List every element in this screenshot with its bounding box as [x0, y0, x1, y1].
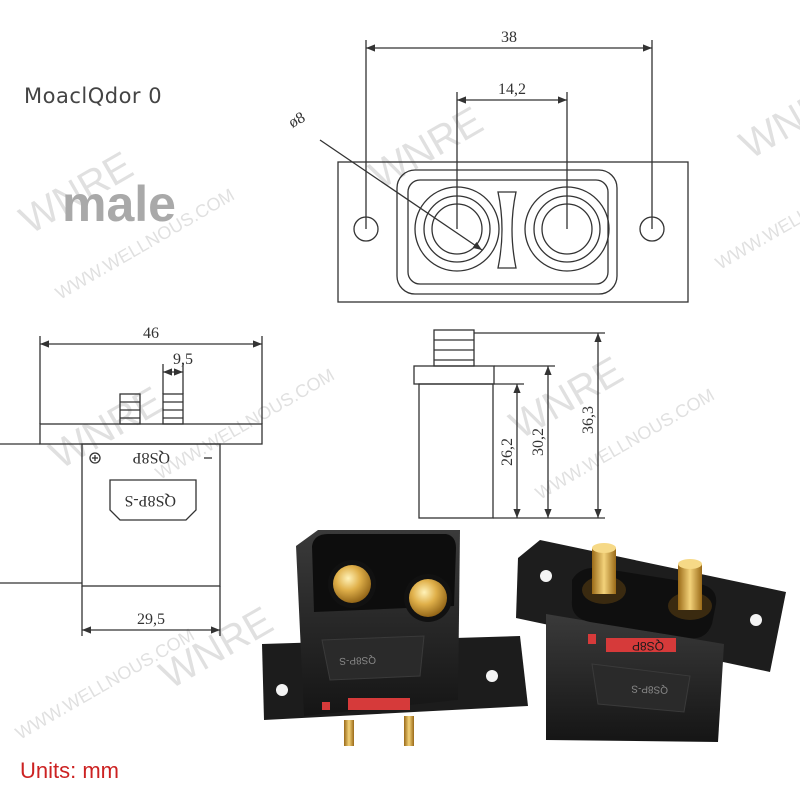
- label-recess: [591, 663, 691, 713]
- mount-hole: [486, 670, 498, 682]
- dim-pin-spacing: 14,2: [498, 81, 526, 98]
- variant-label: male: [62, 176, 176, 232]
- watermark-site: WWW.WELLNOUS.COM: [712, 155, 800, 274]
- pin-top: [678, 559, 702, 569]
- gold-pin: [333, 565, 371, 603]
- connector-photo-left: QS8P-S: [262, 530, 528, 746]
- connector-photo-right: QS8P QS8P-S: [516, 540, 786, 742]
- gold-pin: [592, 548, 616, 594]
- mount-hole: [750, 614, 762, 626]
- housing-inner: [407, 179, 609, 285]
- watermark-brand: WNRE: [733, 69, 800, 168]
- dim-front-width: 38: [501, 29, 517, 46]
- part-label: [606, 638, 676, 652]
- dim-height-a: 26,2: [499, 438, 516, 466]
- photo-right-code-small: QS8P-S: [631, 683, 668, 695]
- photo-right-code: QS8P: [632, 639, 664, 653]
- side-view: [0, 336, 263, 636]
- dim-height-b: 30,2: [530, 428, 547, 456]
- side-part-code: QS8P: [133, 449, 170, 466]
- dim-pin-pitch: 9,5: [173, 351, 193, 368]
- key-divider: [497, 191, 517, 269]
- front-view: [319, 40, 689, 303]
- body-profile: [81, 443, 221, 587]
- polarity-mark: [588, 634, 596, 644]
- dim-pin-diameter: ø8: [286, 109, 308, 132]
- flange-outline: [337, 161, 689, 303]
- units-note: Units: mm: [20, 758, 119, 783]
- label-recess: [321, 635, 425, 681]
- mount-hole: [276, 684, 288, 696]
- dim-height-c: 36,3: [580, 406, 597, 434]
- label-plate: [109, 479, 197, 521]
- profile-view: [413, 329, 605, 519]
- side-part-code-small: QS8P-S: [124, 492, 176, 509]
- plus-marker: [89, 452, 101, 464]
- pin-profile-right: [162, 393, 184, 425]
- gold-pin: [678, 564, 702, 610]
- dim-lower-width: 29,5: [137, 611, 165, 628]
- watermark-brand: WNRE: [363, 99, 491, 198]
- dim-body-width: 46: [143, 325, 159, 342]
- body-side: [418, 383, 494, 519]
- gold-pin: [409, 579, 447, 617]
- photo-left-code: QS8P-S: [339, 654, 376, 666]
- flange-side: [413, 365, 495, 385]
- mount-hole: [540, 570, 552, 582]
- model-label: MoaclQdor 0: [24, 84, 163, 108]
- part-label: [348, 698, 410, 710]
- pin-profile-left: [119, 393, 141, 425]
- pin-top: [592, 543, 616, 553]
- watermark-brand: WNRE: [503, 349, 631, 448]
- pin-tail: [404, 716, 414, 746]
- polarity-mark: [322, 702, 330, 710]
- pin-tail: [344, 720, 354, 746]
- housing-outline: [396, 169, 618, 295]
